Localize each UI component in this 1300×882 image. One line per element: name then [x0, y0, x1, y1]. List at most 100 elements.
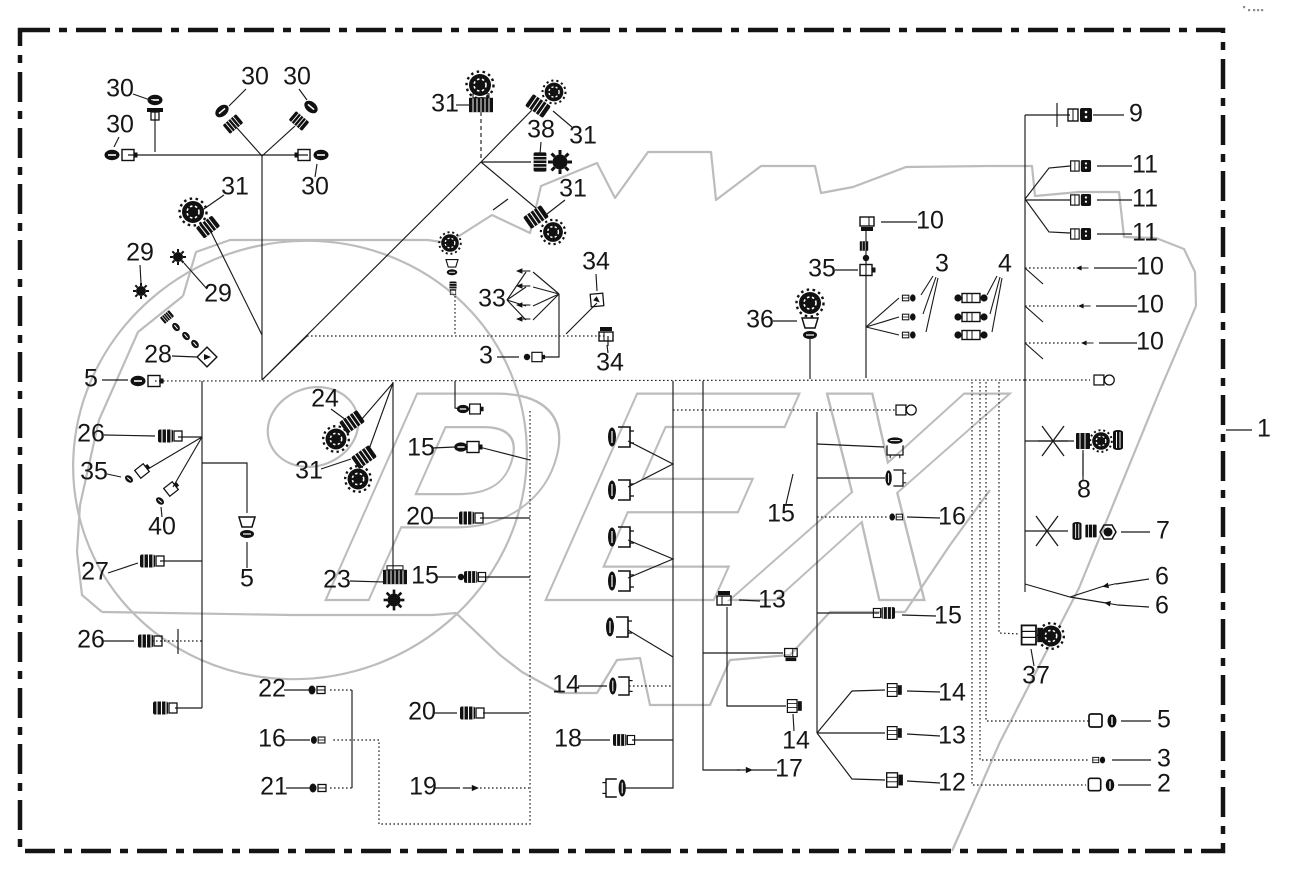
ovalH-connector — [172, 322, 180, 332]
callout-15: 15 — [411, 562, 439, 590]
gearsm-connector — [548, 150, 572, 174]
wire — [816, 443, 885, 448]
circg-connector — [541, 79, 567, 105]
wire — [627, 440, 675, 488]
circg-connector — [438, 231, 462, 255]
bracket-connector — [609, 676, 633, 696]
splug-connector — [901, 313, 916, 321]
wire-bundle — [985, 382, 1089, 722]
cyl-connector — [1072, 522, 1082, 540]
leader-line — [989, 276, 1001, 315]
leader-line — [606, 344, 609, 354]
leader-line — [228, 88, 247, 107]
srect-connector — [786, 698, 802, 714]
callout-23: 23 — [323, 566, 351, 594]
leader-line — [171, 355, 198, 358]
leader-line — [539, 141, 542, 155]
leader-line — [901, 614, 937, 617]
leader-line — [738, 599, 761, 602]
callout-3: 3 — [1157, 745, 1171, 773]
wire — [865, 326, 900, 336]
pblk-connector — [1070, 228, 1092, 240]
wire — [480, 161, 544, 215]
callout-4: 4 — [998, 250, 1012, 278]
arrow-connector — [1076, 265, 1089, 271]
callout-26: 26 — [77, 626, 105, 654]
arrow-connector — [1081, 340, 1094, 346]
wire — [1069, 596, 1107, 604]
circg-connector — [539, 218, 567, 246]
wire — [1024, 305, 1044, 323]
callout-29: 29 — [204, 280, 232, 308]
leader-line — [107, 562, 139, 574]
callout-16: 16 — [258, 725, 286, 753]
wire — [726, 607, 786, 707]
wire — [480, 108, 534, 163]
tick-mark — [492, 198, 509, 211]
callout-14: 14 — [938, 679, 966, 707]
corner-speck — [1248, 9, 1251, 12]
dot-connector — [457, 573, 465, 581]
leader-line — [906, 516, 941, 519]
sblock-connector — [533, 152, 547, 172]
splug-connector — [901, 331, 916, 339]
stack-connector — [383, 565, 407, 585]
leader-line — [314, 163, 318, 178]
wire-bundle — [332, 411, 531, 825]
caprect-connector — [859, 216, 875, 231]
callout-7: 7 — [1156, 517, 1170, 545]
dot-connector — [862, 254, 870, 262]
callout-36: 36 — [746, 306, 774, 334]
callout-11: 11 — [1132, 151, 1158, 179]
arrow-connector — [1102, 582, 1117, 589]
diamond-connector — [589, 292, 605, 308]
ovalH-connector — [182, 331, 190, 341]
callout-37: 37 — [1022, 662, 1050, 690]
fuse-connector — [954, 311, 988, 323]
watermark-gear-top — [181, 150, 1198, 307]
callout-11: 11 — [1132, 185, 1158, 213]
arrow-connector — [462, 784, 479, 792]
wire — [261, 335, 308, 381]
plugR-connector — [859, 263, 876, 277]
leader-line — [546, 199, 566, 215]
bracket-connector — [608, 479, 634, 501]
callout-2: 2 — [1157, 770, 1171, 798]
callout-35: 35 — [80, 458, 108, 486]
bracket-connector — [608, 426, 634, 448]
sblock-connector — [223, 114, 243, 134]
bracket-connector — [886, 437, 904, 459]
fuse-connector — [954, 292, 988, 304]
leader-line — [106, 473, 122, 478]
callout-21: 21 — [260, 773, 288, 801]
callout-13: 13 — [938, 722, 966, 750]
circg-connector — [1037, 622, 1065, 650]
wire — [532, 293, 560, 321]
callout-10: 10 — [916, 207, 944, 235]
wire — [172, 436, 203, 488]
wire — [1024, 267, 1044, 285]
plugR-connector — [294, 148, 311, 162]
bplug-connector — [449, 281, 457, 296]
callout-38: 38 — [527, 116, 555, 144]
srect-connector — [886, 682, 902, 698]
plugR-connector — [468, 403, 484, 415]
callout-6: 6 — [1155, 563, 1169, 591]
circg-connector — [344, 465, 372, 493]
leader-line — [103, 434, 156, 437]
wire — [1024, 342, 1044, 360]
bplug-connector — [140, 554, 165, 568]
callout-11: 11 — [1132, 219, 1158, 247]
callout-1: 1 — [1257, 415, 1271, 443]
wire — [506, 299, 527, 321]
callout-31: 31 — [221, 173, 249, 201]
callout-10: 10 — [1136, 328, 1164, 356]
osq-connector — [1087, 777, 1102, 792]
callout-5: 5 — [84, 365, 98, 393]
wire — [865, 316, 900, 328]
trap-connector — [445, 258, 459, 276]
cyl-connector — [1113, 430, 1123, 450]
bplug-connector — [459, 511, 484, 525]
callout-15: 15 — [767, 500, 795, 528]
